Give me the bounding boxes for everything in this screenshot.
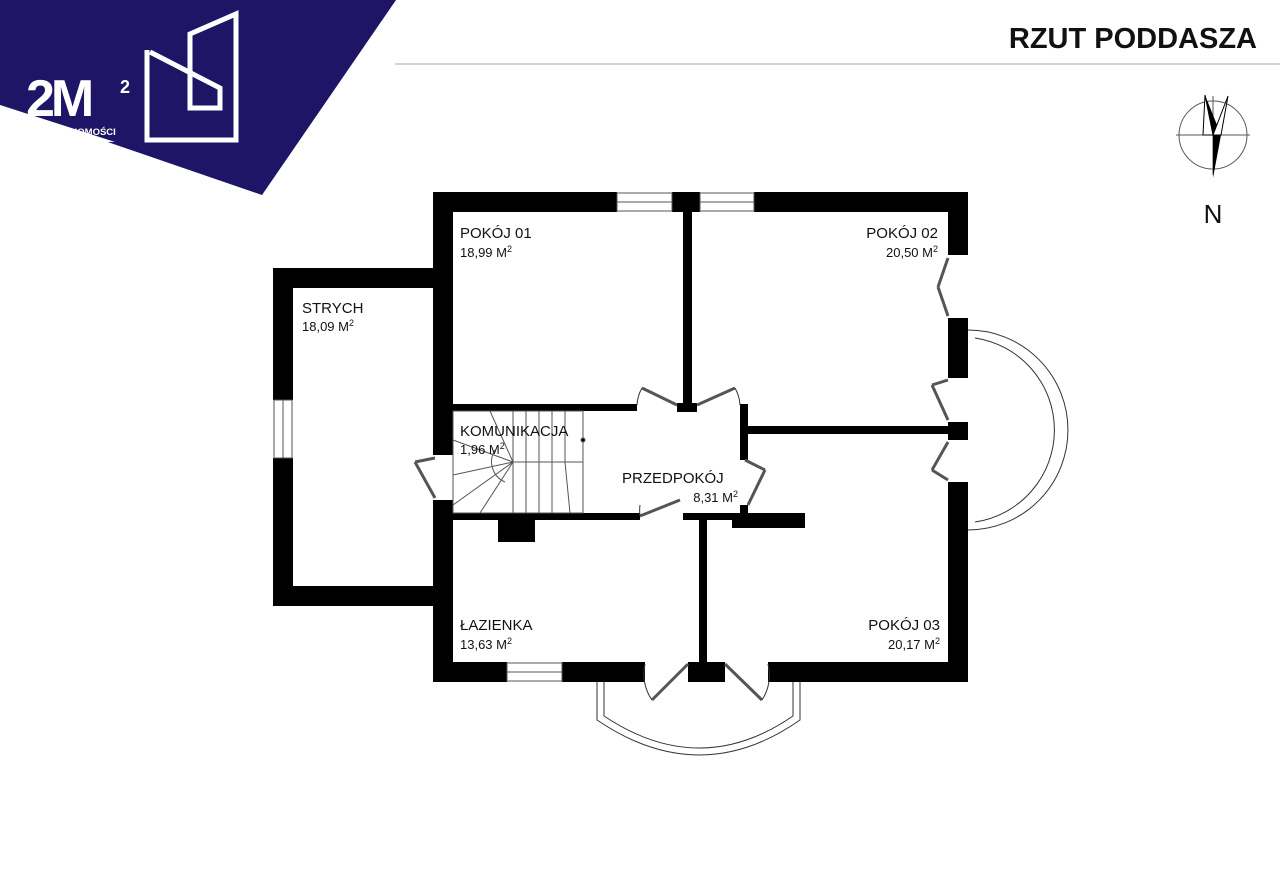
page-title: RZUT PODDASZA bbox=[1009, 23, 1257, 55]
room-pokoj-02: POKÓJ 02 20,50 M2 bbox=[866, 225, 938, 260]
svg-text:PRZEDPOKÓJ: PRZEDPOKÓJ bbox=[622, 470, 724, 487]
room-pokoj-01: POKÓJ 01 18,99 M2 bbox=[460, 225, 532, 260]
logo-subtitle: NIERUCHOMOŚCI bbox=[34, 126, 116, 138]
svg-text:20,50 M2: 20,50 M2 bbox=[886, 244, 938, 260]
room-strych: STRYCH 18,09 M2 bbox=[302, 300, 363, 334]
svg-text:8,31 M2: 8,31 M2 bbox=[693, 489, 738, 505]
svg-text:POKÓJ 03: POKÓJ 03 bbox=[868, 617, 940, 634]
logo-superscript: 2 bbox=[120, 77, 130, 97]
svg-text:POKÓJ 01: POKÓJ 01 bbox=[460, 225, 532, 242]
room-lazienka: ŁAZIENKA 13,63 M2 bbox=[460, 617, 533, 652]
logo: 2M 2 NIERUCHOMOŚCI bbox=[0, 0, 396, 195]
walls bbox=[273, 192, 968, 682]
room-przedpokoj: PRZEDPOKÓJ 8,31 M2 bbox=[622, 470, 738, 505]
staircase bbox=[452, 410, 586, 514]
room-komunikacja: KOMUNIKACJA 1,96 M2 bbox=[460, 423, 568, 457]
svg-text:13,63 M2: 13,63 M2 bbox=[460, 636, 512, 652]
svg-text:18,09 M2: 18,09 M2 bbox=[302, 318, 354, 334]
doors bbox=[413, 257, 950, 702]
windows bbox=[273, 192, 755, 682]
svg-text:ŁAZIENKA: ŁAZIENKA bbox=[460, 617, 533, 634]
svg-text:1,96 M2: 1,96 M2 bbox=[460, 441, 505, 457]
svg-text:20,17 M2: 20,17 M2 bbox=[888, 636, 940, 652]
compass-label: N bbox=[1204, 199, 1223, 229]
room-pokoj-03: POKÓJ 03 20,17 M2 bbox=[868, 617, 940, 652]
north-compass-icon: N bbox=[1176, 94, 1250, 229]
svg-text:KOMUNIKACJA: KOMUNIKACJA bbox=[460, 423, 568, 440]
logo-background bbox=[0, 0, 396, 195]
svg-text:POKÓJ 02: POKÓJ 02 bbox=[866, 225, 938, 242]
svg-text:STRYCH: STRYCH bbox=[302, 300, 363, 317]
logo-building-icon bbox=[144, 10, 239, 143]
east-bay-arc bbox=[967, 329, 1069, 531]
south-bay-arc bbox=[596, 682, 801, 756]
logo-text: 2M bbox=[26, 70, 91, 128]
svg-text:18,99 M2: 18,99 M2 bbox=[460, 244, 512, 260]
